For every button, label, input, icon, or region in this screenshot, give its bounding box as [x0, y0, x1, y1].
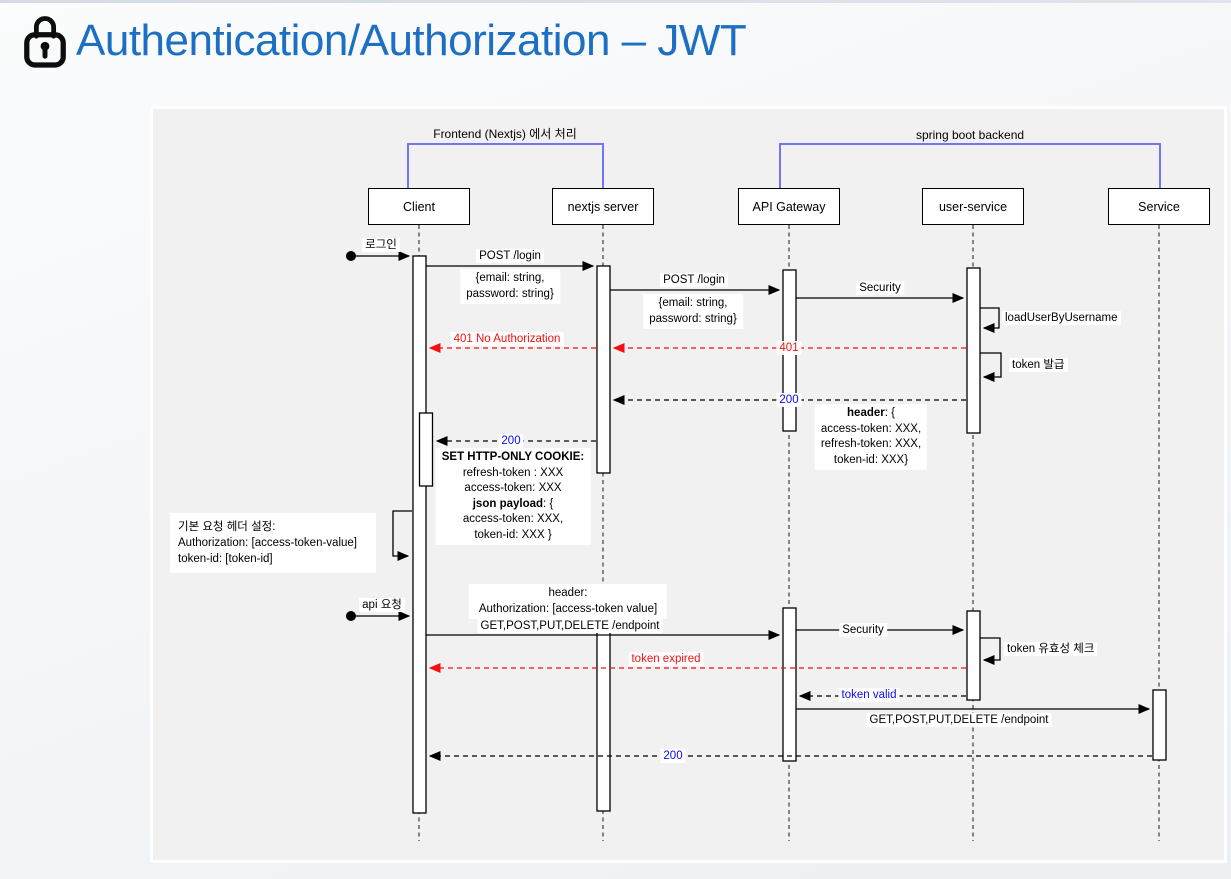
msg-post-login-2: POST /login [660, 273, 728, 287]
msg-login-trigger: 로그인 [362, 238, 400, 252]
msg-security-2: Security [839, 623, 887, 637]
msg-security-1: Security [856, 281, 904, 295]
note-default-headers: 기본 요청 헤더 설정: Authorization: [access-toke… [170, 513, 376, 573]
note-set-cookie: SET HTTP-ONLY COOKIE: refresh-token : XX… [435, 448, 591, 545]
msg-get-endpoint-1: GET,POST,PUT,DELETE /endpoint [477, 619, 663, 633]
page-header: Authentication/Authorization – JWT [22, 14, 747, 68]
sequence-diagram-canvas: Frontend (Nextjs) 에서 처리 spring boot back… [150, 106, 1227, 863]
msg-200-a: 200 [776, 393, 802, 407]
msg-200-c: 200 [660, 749, 686, 763]
participant-api-gateway: API Gateway [738, 188, 840, 225]
msg-token-issue: token 발급 [1009, 358, 1068, 372]
participant-user-service: user-service [922, 188, 1024, 225]
participant-client: Client [368, 188, 470, 225]
note-auth-header: header: Authorization: [access-token val… [468, 584, 668, 619]
note-header-response: header: { access-token: XXX, refresh-tok… [814, 404, 928, 470]
msg-200-b: 200 [498, 434, 524, 448]
participant-nextjs-server: nextjs server [552, 188, 654, 225]
msg-401: 401 [776, 341, 802, 355]
lock-icon [24, 16, 66, 68]
msg-post-login-2-body: {email: string, password: string} [643, 294, 743, 329]
msg-get-endpoint-2: GET,POST,PUT,DELETE /endpoint [866, 713, 1052, 727]
msg-load-user: loadUserByUsername [1002, 311, 1121, 325]
sequence-diagram-lines [346, 143, 1167, 841]
msg-post-login-1-body: {email: string, password: string} [460, 269, 560, 304]
msg-token-check: token 유효성 체크 [1004, 642, 1098, 656]
page-title: Authentication/Authorization – JWT [76, 15, 747, 65]
start-dot [346, 251, 356, 261]
msg-token-expired: token expired [628, 652, 704, 666]
group-brackets [407, 143, 1161, 188]
start-dot [346, 611, 356, 621]
group-label-backend: spring boot backend [911, 128, 1029, 142]
group-label-frontend: Frontend (Nextjs) 에서 처리 [429, 125, 581, 142]
msg-token-valid: token valid [838, 688, 900, 702]
participant-service: Service [1108, 188, 1210, 225]
msg-401-no-authorization: 401 No Authorization [450, 332, 564, 346]
msg-api-request: api 요청 [359, 598, 405, 612]
msg-post-login-1: POST /login [476, 249, 544, 263]
